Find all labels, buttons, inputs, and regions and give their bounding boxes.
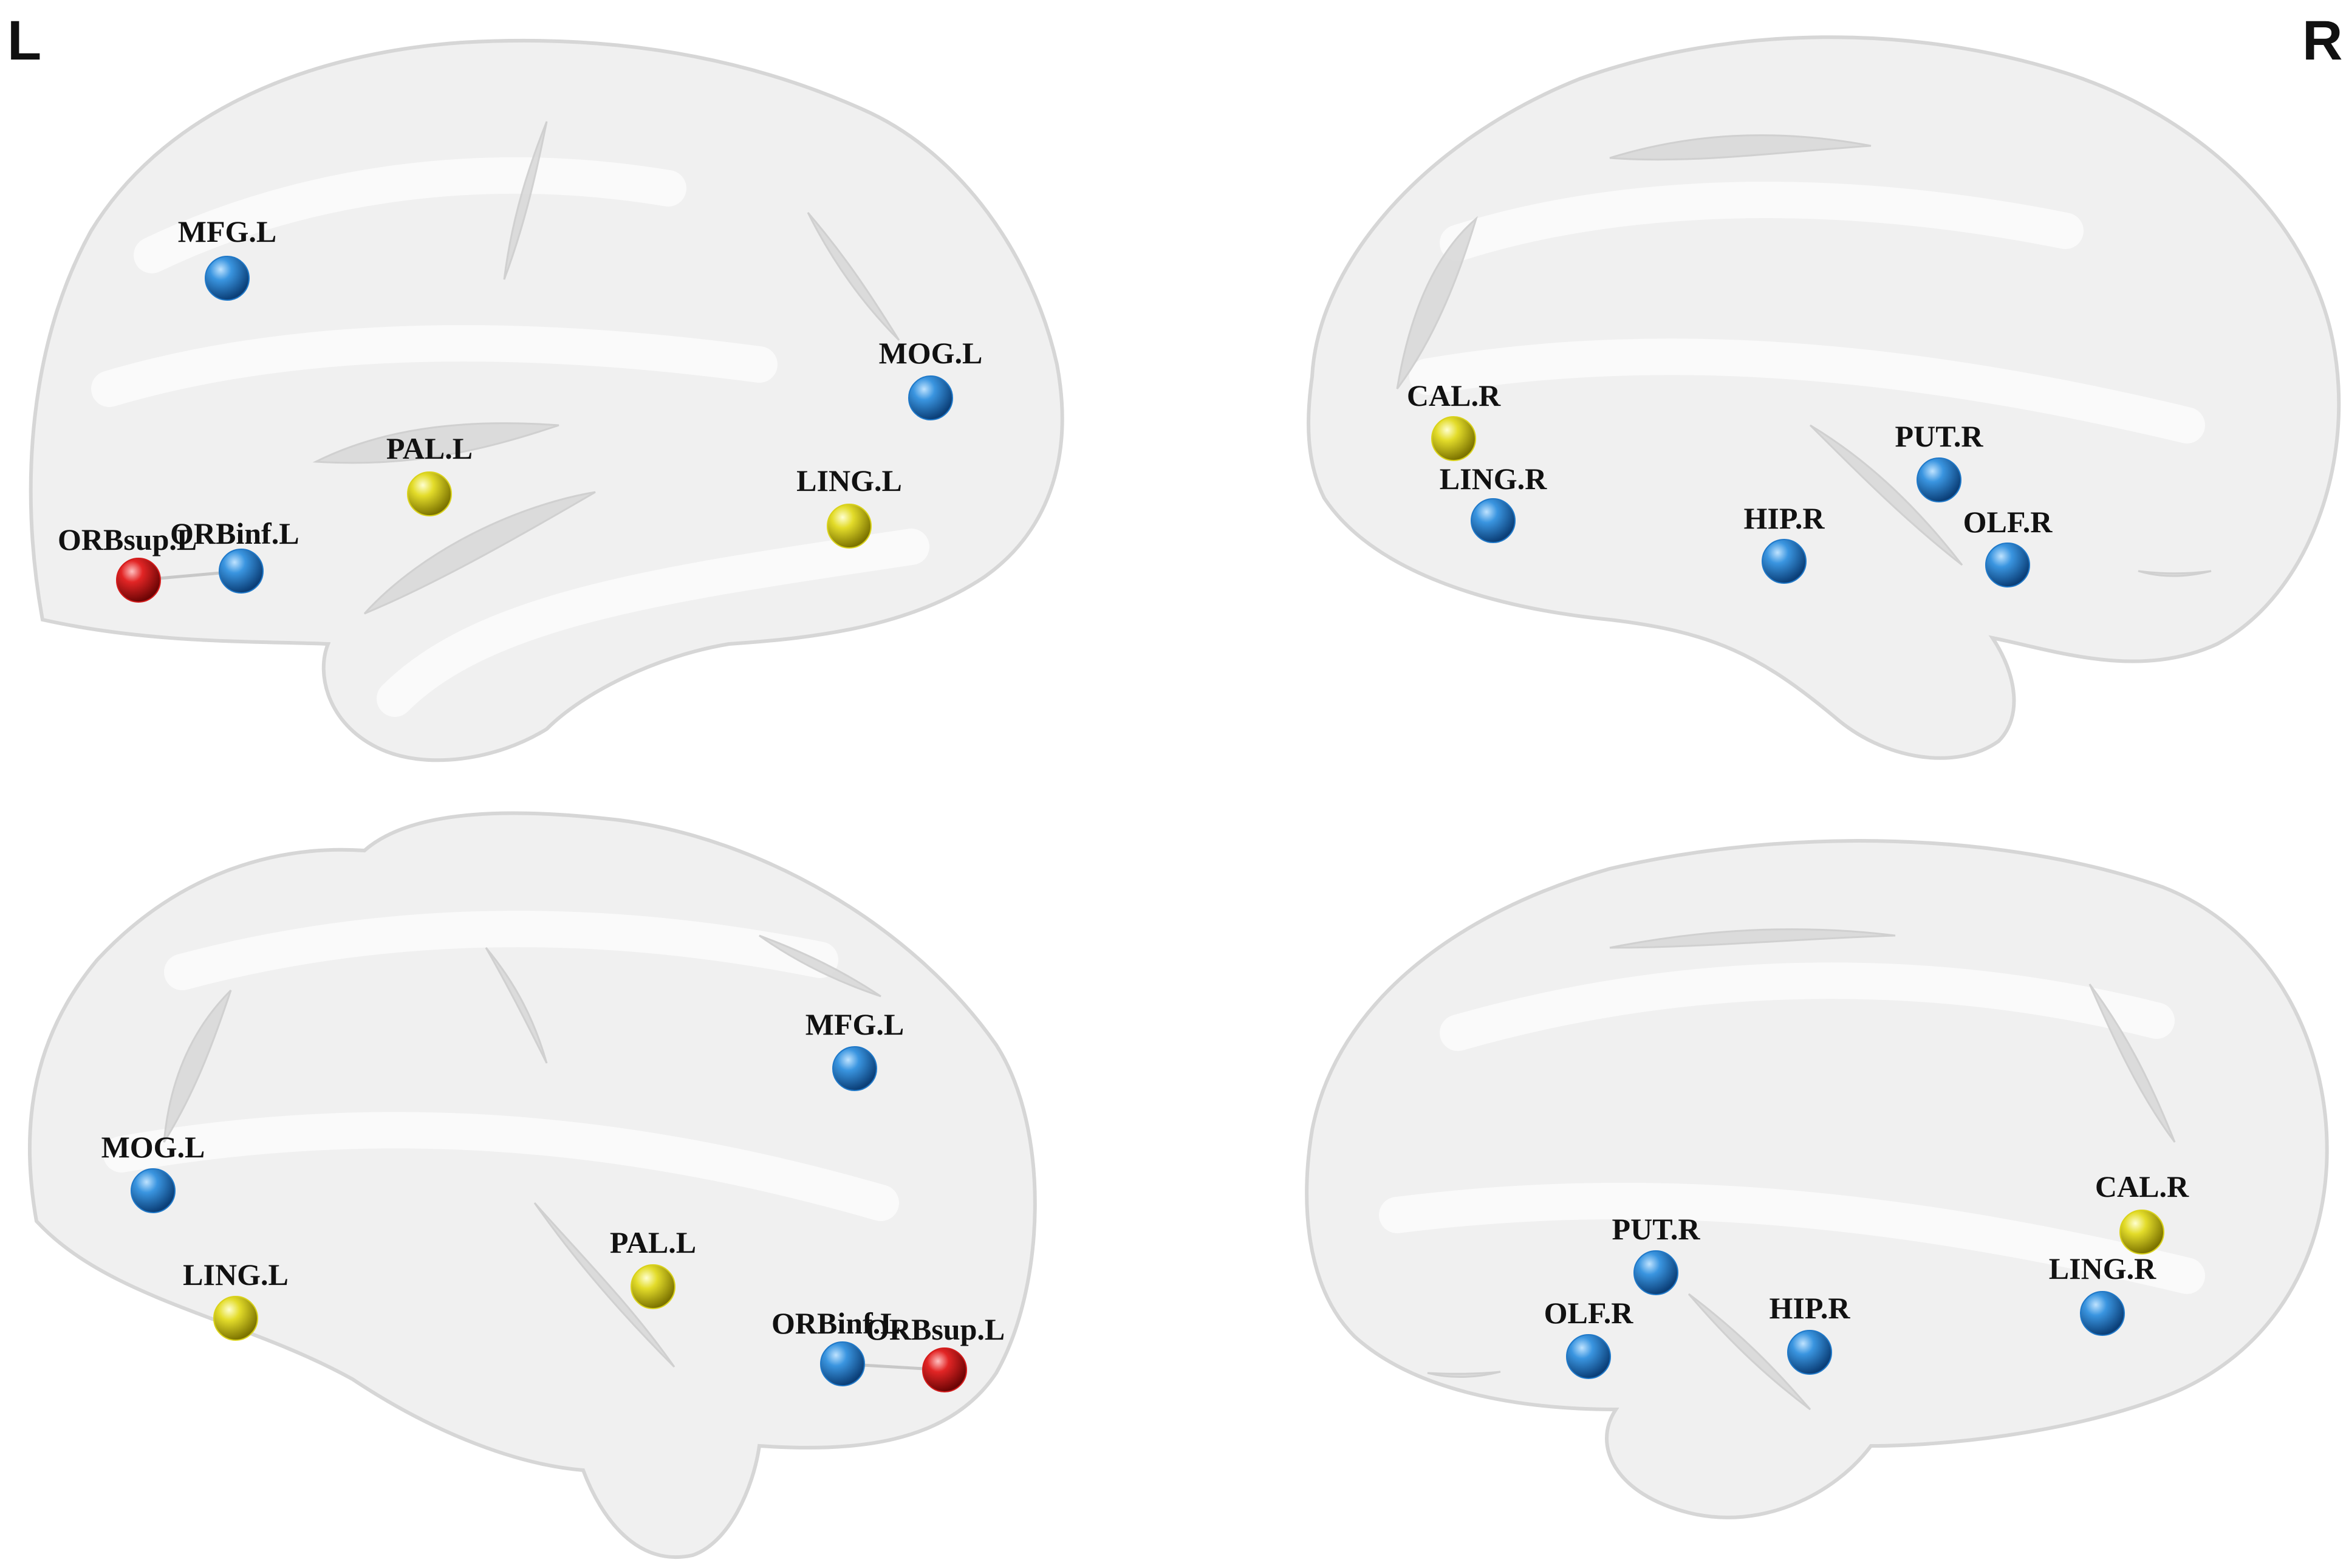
node-orbsup-l — [116, 558, 161, 603]
panel-right-medial: CAL.R LING.R PUT.R HIP.R OLF.R — [1307, 35, 2341, 760]
node-label-olf-r: OLF.R — [1963, 505, 2053, 539]
node-olf-r — [1566, 1334, 1611, 1379]
node-label-mog-l: MOG.L — [879, 336, 983, 370]
node-label-ling-r: LING.R — [1440, 462, 1547, 496]
node-mfg-l — [205, 256, 250, 301]
node-orbsup-l — [922, 1347, 967, 1392]
node-orbinf-l — [219, 549, 264, 594]
node-ling-r — [2080, 1291, 2125, 1336]
node-mog-l — [908, 375, 953, 420]
node-label-pal-l: PAL.L — [386, 431, 473, 465]
node-label-orbsup-l: ORBsup.L — [58, 522, 197, 556]
brain-surface — [27, 811, 1037, 1559]
node-orbinf-l — [820, 1341, 865, 1386]
panel-right-lateral: CAL.R PUT.R LING.R OLF.R HIP.R — [1305, 839, 2329, 1519]
node-label-cal-r: CAL.R — [2095, 1169, 2189, 1203]
node-label-put-r: PUT.R — [1612, 1212, 1701, 1246]
node-label-mfg-l: MFG.L — [178, 214, 276, 248]
node-hip-r — [1787, 1330, 1832, 1375]
nodes-group: CAL.R PUT.R LING.R OLF.R HIP.R — [1544, 1169, 2189, 1379]
node-pal-l — [407, 471, 452, 516]
node-label-pal-l: PAL.L — [610, 1225, 696, 1259]
node-label-ling-l: LING.L — [183, 1258, 289, 1292]
node-label-olf-r: OLF.R — [1544, 1296, 1634, 1330]
node-cal-r — [1431, 416, 1476, 461]
node-mfg-l — [832, 1046, 877, 1091]
node-ling-l — [827, 504, 872, 549]
node-mog-l — [131, 1168, 176, 1213]
node-label-hip-r: HIP.R — [1770, 1291, 1851, 1325]
node-label-cal-r: CAL.R — [1407, 378, 1501, 413]
left-hemisphere-letter: L — [7, 10, 41, 72]
node-pal-l — [631, 1264, 675, 1309]
node-olf-r — [1985, 543, 2030, 587]
node-label-mog-l: MOG.L — [101, 1130, 205, 1164]
nodes-group: CAL.R LING.R PUT.R HIP.R OLF.R — [1407, 378, 2053, 587]
node-label-orbinf-l: ORBinf.L — [170, 516, 299, 550]
node-label-orbinf-l: ORBinf.L — [771, 1306, 901, 1340]
node-label-ling-l: LING.L — [796, 464, 902, 498]
node-label-mfg-l: MFG.L — [805, 1007, 904, 1041]
node-ling-l — [213, 1296, 258, 1341]
node-put-r — [1633, 1250, 1678, 1295]
node-hip-r — [1762, 539, 1807, 584]
node-put-r — [1917, 457, 1961, 502]
brain-surface — [29, 38, 1064, 762]
node-label-put-r: PUT.R — [1895, 419, 1984, 453]
node-ling-r — [1471, 498, 1516, 543]
right-hemisphere-letter: R — [2302, 10, 2342, 72]
node-cal-r — [2119, 1210, 2164, 1255]
node-label-ling-r: LING.R — [2049, 1251, 2156, 1286]
node-label-hip-r: HIP.R — [1744, 501, 1825, 535]
node-label-orbsup-l: ORBsup.L — [866, 1312, 1005, 1346]
